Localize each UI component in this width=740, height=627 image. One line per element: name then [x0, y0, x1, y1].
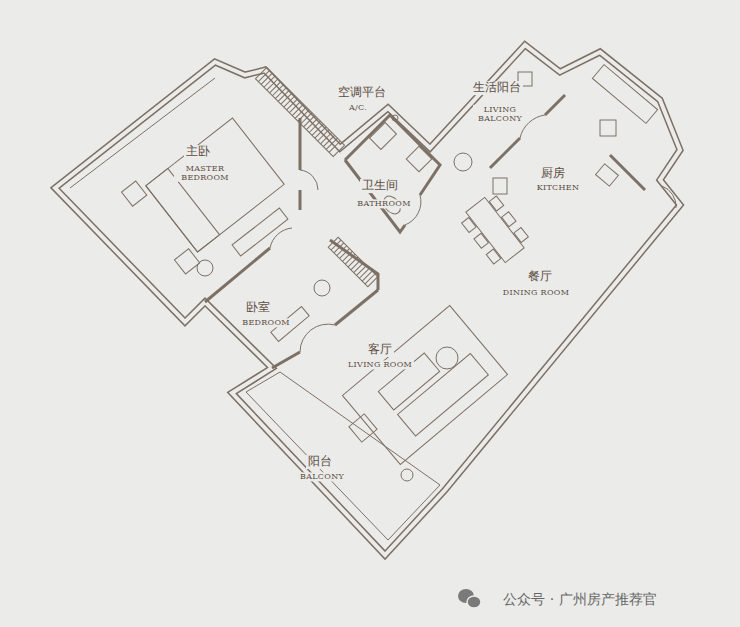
- room-label: DINING ROOM: [501, 288, 571, 297]
- room-label: 空调平台: [336, 86, 388, 100]
- room-label: 主卧: [184, 145, 212, 159]
- room-label: KITCHEN: [535, 183, 582, 192]
- room-label: LIVING ROOM: [346, 360, 414, 369]
- room-label: 卫生间: [360, 179, 400, 193]
- room-label: 阳台: [306, 455, 334, 469]
- watermark: 公众号 · 广州房产推荐官: [501, 591, 658, 607]
- wechat-icon: [458, 589, 481, 608]
- room-label: BATHROOM: [355, 199, 412, 208]
- room-label: 生活阳台: [471, 81, 523, 95]
- room-label: 厨房: [539, 167, 567, 181]
- room-label: 卧室: [244, 301, 272, 315]
- room-label: A/C.: [347, 103, 369, 112]
- room-label: 餐厅: [526, 270, 554, 284]
- room-label: BALCONY: [298, 472, 346, 481]
- room-label: BEDROOM: [240, 318, 292, 327]
- room-label: MASTER BEDROOM: [174, 164, 236, 182]
- room-label: 客厅: [366, 343, 394, 357]
- room-label: LIVING BALCONY: [473, 105, 527, 123]
